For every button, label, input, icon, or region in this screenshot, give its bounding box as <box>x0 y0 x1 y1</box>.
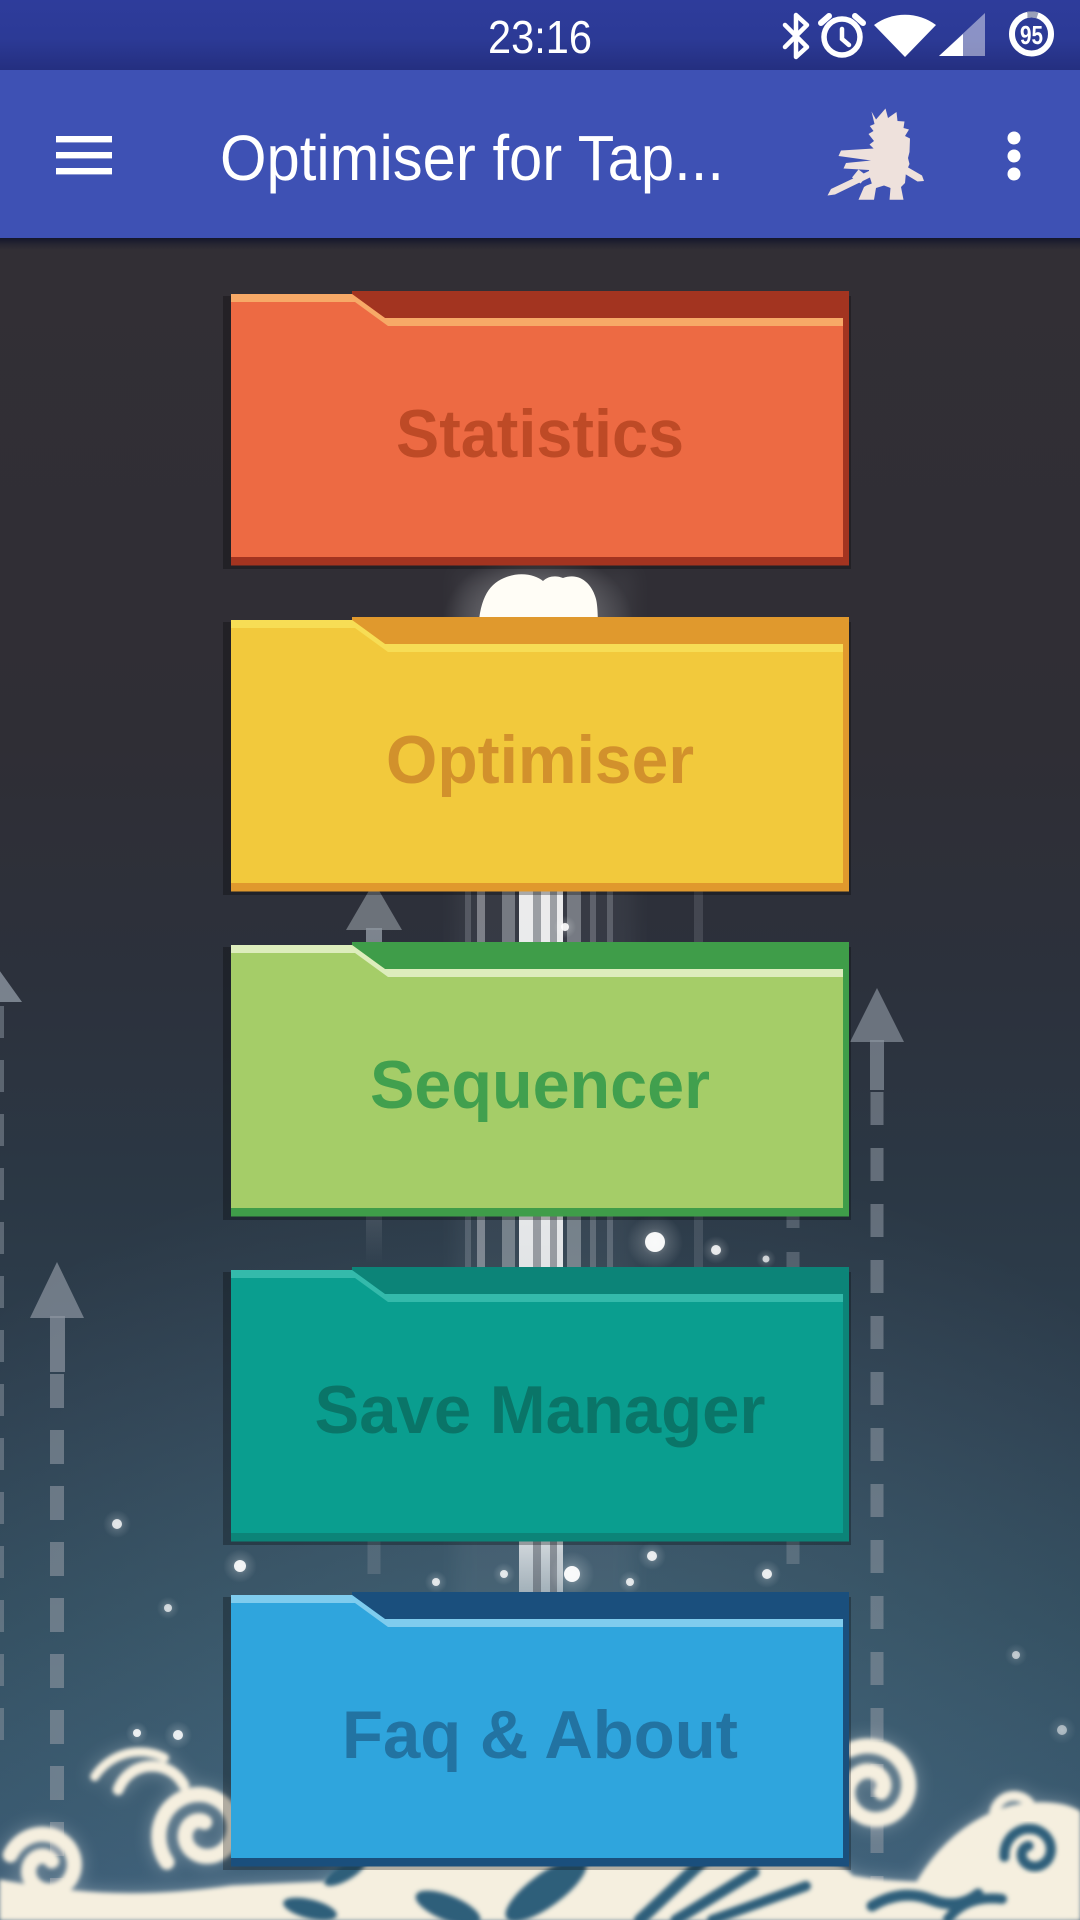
svg-text:Sequencer: Sequencer <box>370 1047 710 1123</box>
svg-text:Save Manager: Save Manager <box>315 1372 766 1448</box>
svg-text:Optimiser: Optimiser <box>386 722 694 798</box>
svg-text:Statistics: Statistics <box>396 396 684 472</box>
svg-text:23:16: 23:16 <box>488 11 592 63</box>
svg-text:Faq & About: Faq & About <box>342 1697 738 1773</box>
svg-text:Optimiser for Tap...: Optimiser for Tap... <box>220 122 724 194</box>
svg-text:95: 95 <box>1020 20 1043 50</box>
